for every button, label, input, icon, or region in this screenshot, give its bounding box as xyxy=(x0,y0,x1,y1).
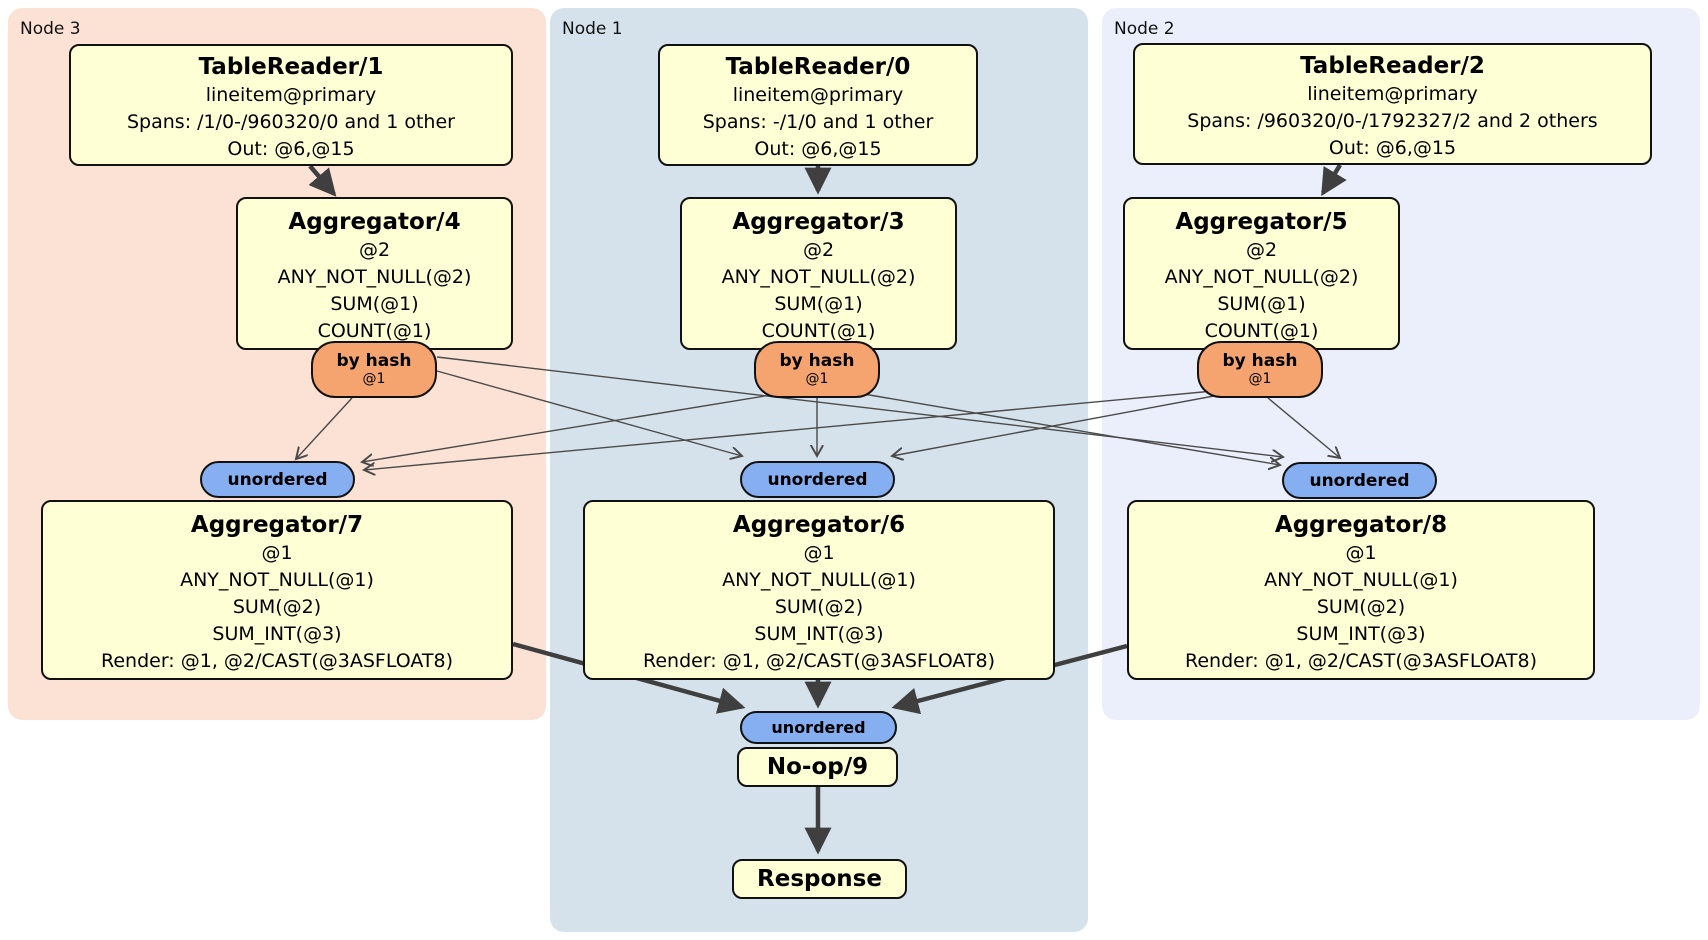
router-key: @1 xyxy=(1248,371,1272,387)
processor-detail: Spans: /1/0-/960320/0 and 1 other xyxy=(127,111,455,133)
processor-detail: @1 xyxy=(803,542,835,564)
processor-detail: @2 xyxy=(802,239,835,261)
processor-detail: Render: @1, @2/CAST(@3ASFLOAT8) xyxy=(643,650,995,672)
edge-hash5-unordered7 xyxy=(364,389,1225,470)
processor-aggregator-4: Aggregator/4 @2 ANY_NOT_NULL(@2) SUM(@1)… xyxy=(236,197,513,350)
region-node2-label: Node 2 xyxy=(1114,19,1175,39)
processor-detail: SUM(@2) xyxy=(232,596,322,618)
processor-title: Aggregator/4 xyxy=(288,209,461,235)
processor-title: No-op/9 xyxy=(766,754,869,780)
region-node3-label: Node 3 xyxy=(20,19,81,39)
processor-detail: SUM_INT(@3) xyxy=(754,623,884,645)
processor-detail: SUM(@2) xyxy=(774,596,864,618)
processor-aggregator-3: Aggregator/3 @2 ANY_NOT_NULL(@2) SUM(@1)… xyxy=(680,197,957,350)
router-by-hash-3: by hash @1 xyxy=(754,341,880,398)
processor-detail: Render: @1, @2/CAST(@3ASFLOAT8) xyxy=(101,650,453,672)
processor-detail: Out: @6,@15 xyxy=(754,138,882,160)
processor-aggregator-5: Aggregator/5 @2 ANY_NOT_NULL(@2) SUM(@1)… xyxy=(1123,197,1400,350)
processor-aggregator-7: Aggregator/7 @1 ANY_NOT_NULL(@1) SUM(@2)… xyxy=(41,500,513,680)
router-label: by hash xyxy=(779,351,855,371)
sync-label: unordered xyxy=(227,469,328,490)
processor-detail: COUNT(@1) xyxy=(317,320,432,342)
sync-unordered-7: unordered xyxy=(200,461,355,498)
edge-hash4-unordered8 xyxy=(436,356,1283,457)
processor-detail: SUM(@1) xyxy=(330,293,419,315)
sync-label: unordered xyxy=(767,469,868,490)
processor-detail: ANY_NOT_NULL(@2) xyxy=(721,266,916,288)
response-title: Response xyxy=(757,866,882,892)
processor-detail: SUM(@1) xyxy=(774,293,863,315)
router-key: @1 xyxy=(805,371,829,387)
processor-title: Aggregator/8 xyxy=(1274,512,1448,538)
edge-tr2-agg5 xyxy=(1321,163,1347,197)
sync-label: unordered xyxy=(771,718,866,737)
processor-detail: SUM(@2) xyxy=(1316,596,1406,618)
edge-hash3-unordered7 xyxy=(362,392,784,462)
processor-aggregator-6: Aggregator/6 @1 ANY_NOT_NULL(@1) SUM(@2)… xyxy=(583,500,1055,680)
processor-detail: @2 xyxy=(358,239,391,261)
router-key: @1 xyxy=(362,371,386,387)
router-by-hash-5: by hash @1 xyxy=(1197,341,1323,398)
processor-detail: SUM(@1) xyxy=(1217,293,1306,315)
router-by-hash-4: by hash @1 xyxy=(311,341,437,398)
edge-hash4-unordered7 xyxy=(296,397,353,459)
sync-unordered-final: unordered xyxy=(740,711,897,744)
edge-hash4-unordered6 xyxy=(436,370,742,456)
processor-detail: SUM_INT(@3) xyxy=(212,623,342,645)
processor-tablereader-1: TableReader/1 lineitem@primary Spans: /1… xyxy=(69,44,513,166)
processor-title: Aggregator/3 xyxy=(732,209,905,235)
processor-detail: @1 xyxy=(1345,542,1377,564)
processor-detail: @1 xyxy=(261,542,293,564)
processor-detail: ANY_NOT_NULL(@2) xyxy=(277,266,472,288)
processor-detail: ANY_NOT_NULL(@1) xyxy=(722,569,916,591)
sync-label: unordered xyxy=(1309,470,1410,491)
processor-detail: Out: @6,@15 xyxy=(1328,137,1457,159)
processor-title: TableReader/0 xyxy=(725,54,911,80)
processor-tablereader-2: TableReader/2 lineitem@primary Spans: /9… xyxy=(1133,43,1652,165)
edge-hash5-unordered6 xyxy=(892,392,1231,456)
processor-detail: COUNT(@1) xyxy=(761,320,876,342)
processor-tablereader-0: TableReader/0 lineitem@primary Spans: -/… xyxy=(658,44,978,166)
processor-detail: COUNT(@1) xyxy=(1204,320,1319,342)
processor-title: TableReader/2 xyxy=(1300,53,1485,79)
processor-detail: Render: @1, @2/CAST(@3ASFLOAT8) xyxy=(1185,650,1537,672)
edge-tr1-agg4 xyxy=(308,164,337,197)
router-label: by hash xyxy=(336,351,412,371)
processor-title: Aggregator/6 xyxy=(732,512,906,538)
processor-aggregator-8: Aggregator/8 @1 ANY_NOT_NULL(@1) SUM(@2)… xyxy=(1127,500,1595,680)
processor-detail: ANY_NOT_NULL(@1) xyxy=(180,569,374,591)
processor-noop-9: No-op/9 xyxy=(737,747,898,787)
processor-detail: @2 xyxy=(1245,239,1278,261)
processor-detail: lineitem@primary xyxy=(732,84,904,106)
region-node1-label: Node 1 xyxy=(562,19,623,39)
edge-hash3-unordered8 xyxy=(851,391,1280,465)
processor-title: Aggregator/5 xyxy=(1175,209,1348,235)
processor-detail: SUM_INT(@3) xyxy=(1296,623,1426,645)
processor-detail: ANY_NOT_NULL(@2) xyxy=(1164,266,1359,288)
edge-hash5-unordered8 xyxy=(1267,397,1340,458)
response-box: Response xyxy=(732,859,907,899)
sync-unordered-6: unordered xyxy=(740,461,895,498)
processor-detail: ANY_NOT_NULL(@1) xyxy=(1264,569,1458,591)
sync-unordered-8: unordered xyxy=(1282,462,1437,499)
processor-title: TableReader/1 xyxy=(198,54,384,80)
processor-title: Aggregator/7 xyxy=(190,512,364,538)
processor-detail: lineitem@primary xyxy=(205,84,377,106)
processor-detail: Out: @6,@15 xyxy=(227,138,355,160)
processor-detail: Spans: -/1/0 and 1 other xyxy=(702,111,934,133)
router-label: by hash xyxy=(1222,351,1298,371)
processor-detail: Spans: /960320/0-/1792327/2 and 2 others xyxy=(1187,110,1598,132)
processor-detail: lineitem@primary xyxy=(1307,83,1478,105)
